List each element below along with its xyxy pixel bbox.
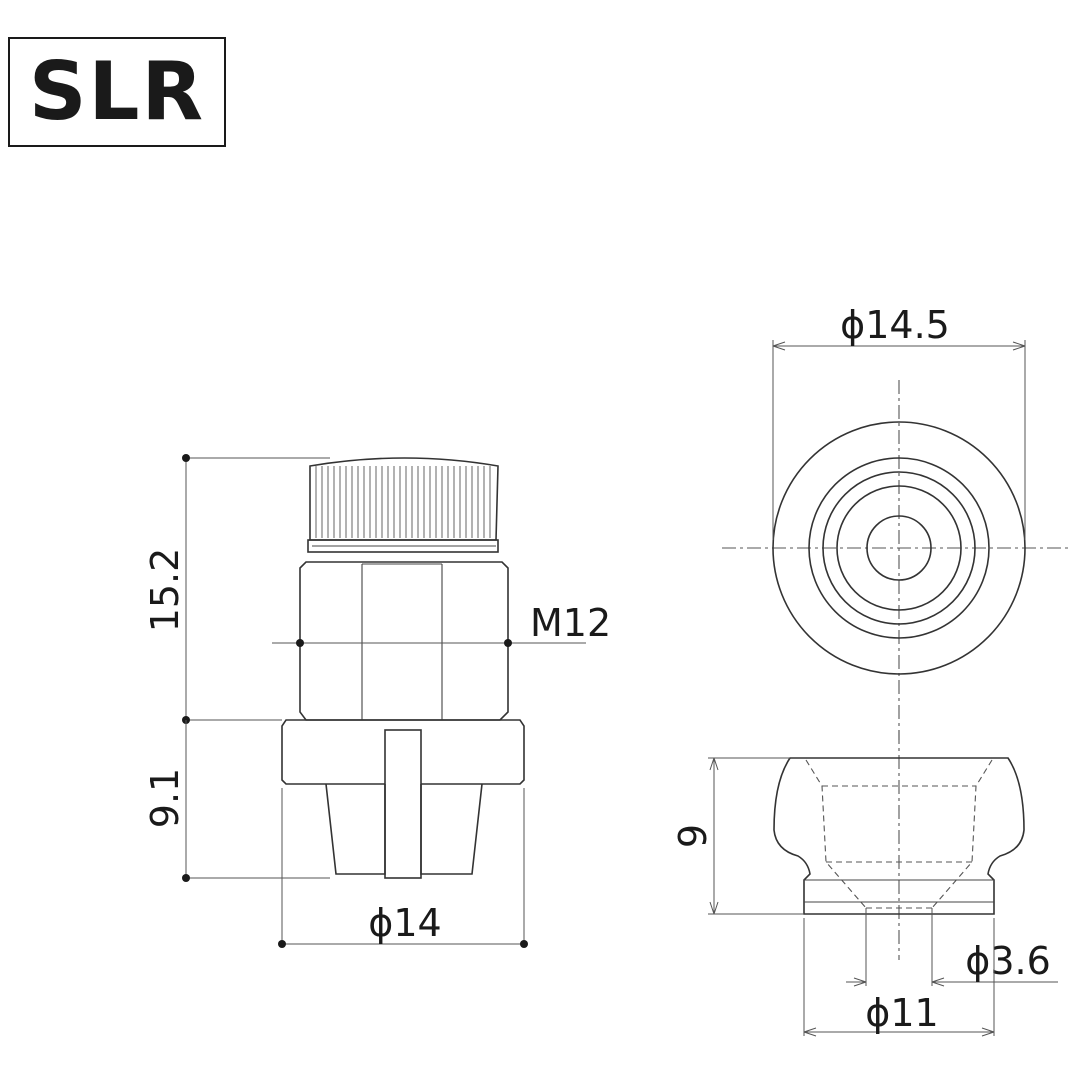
hex-body [299,561,509,721]
front-outer-profile [773,757,1025,915]
right-leg [420,783,483,875]
dim-side-diameter: ϕ14 [368,901,441,945]
title-box: SLR [8,37,226,147]
dim-front-height: 9 [671,824,715,848]
dim-hole-diameter: ϕ3.6 [965,939,1051,983]
product-title: SLR [28,45,206,138]
dim-side-total-height: 15.2 [143,548,187,633]
knurled-cap [309,457,499,541]
dim-thread: M12 [530,601,611,645]
center-hole [866,515,932,581]
dim-top-diameter: ϕ14.5 [840,303,950,347]
knurl-lines [315,466,491,538]
left-leg [325,783,386,875]
outer-rim [772,421,1026,675]
base-flange [281,719,525,785]
front-view: 9 ϕ3.6 ϕ11 [671,730,1058,1037]
cap-collar [307,539,499,553]
top-view: ϕ14.5 [722,303,1072,740]
slot [384,729,422,879]
dim-bottom-diameter: ϕ11 [865,991,938,1035]
dim-side-base-height: 9.1 [143,768,187,828]
side-view: 15.2 9.1 M12 ϕ14 [143,454,611,948]
